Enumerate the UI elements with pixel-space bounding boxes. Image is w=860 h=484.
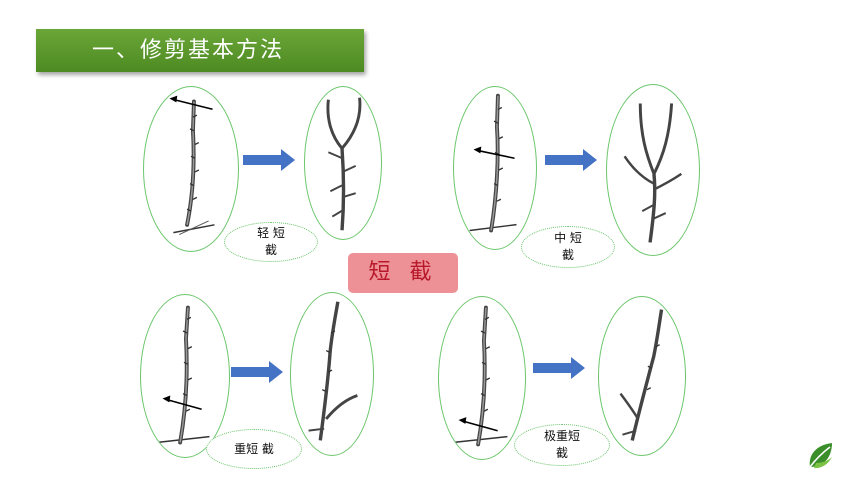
right-arrow-icon — [533, 357, 585, 379]
medium-after-image — [606, 84, 700, 256]
light-after-image — [304, 86, 382, 240]
branch-before-drawing — [452, 305, 508, 447]
heavy-pruning-label: 重短 截 — [206, 429, 302, 469]
cut-arrow-icon — [458, 417, 498, 432]
medium-pruning-label: 中 短 截 — [521, 226, 615, 268]
short-cut-tag: 短 截 — [348, 253, 458, 293]
branch-after-drawing — [619, 309, 664, 441]
extreme-after-image — [598, 296, 686, 456]
branch-before-drawing — [469, 93, 517, 233]
branch-before-drawing — [169, 95, 215, 236]
medium-before-image — [453, 86, 537, 250]
branch-after-drawing — [326, 97, 362, 231]
slide-title: 一、修剪基本方法 — [36, 29, 364, 72]
cut-arrow-icon — [169, 95, 213, 111]
right-arrow-icon — [545, 149, 597, 171]
branch-after-drawing — [623, 103, 683, 243]
cut-arrow-icon — [473, 146, 515, 160]
branch-after-drawing — [308, 301, 358, 441]
heavy-before-image — [140, 294, 230, 458]
cut-arrow-icon — [162, 395, 202, 410]
heavy-after-image — [290, 292, 374, 456]
extreme-pruning-label: 极重短 截 — [514, 424, 610, 466]
right-arrow-icon — [243, 149, 295, 171]
extreme-before-image — [438, 296, 526, 460]
light-pruning-label: 轻 短 截 — [224, 222, 318, 262]
light-before-image — [143, 86, 239, 252]
branch-before-drawing — [156, 305, 210, 445]
leaf-logo-icon — [809, 443, 832, 469]
right-arrow-icon — [231, 361, 283, 383]
